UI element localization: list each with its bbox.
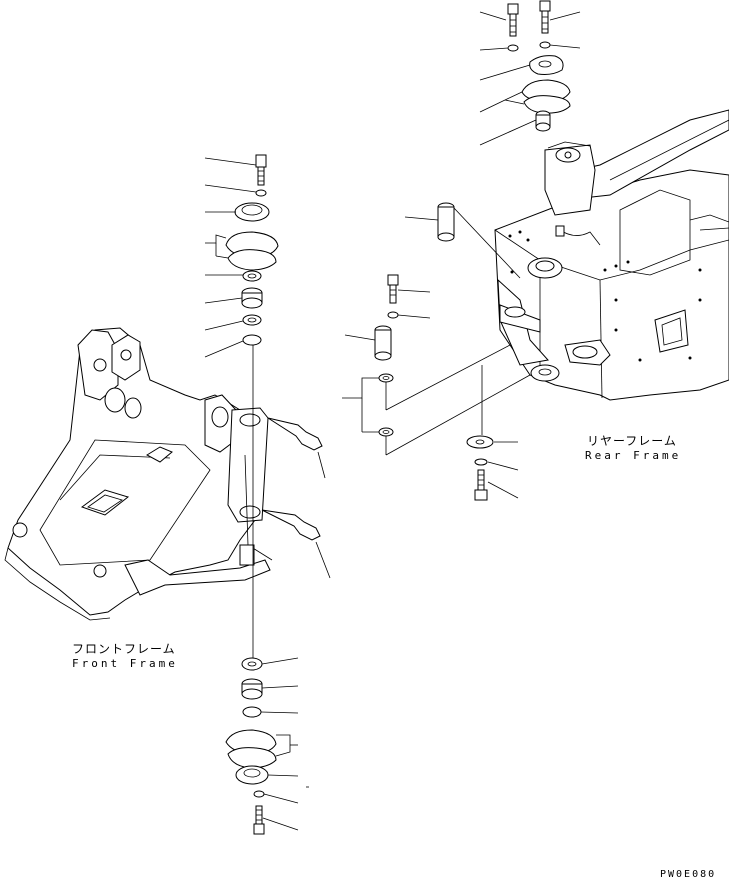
front-frame-label-en: Front Frame xyxy=(72,657,178,670)
rear-frame xyxy=(494,109,729,401)
drawing-code: PW0E080 xyxy=(660,869,717,880)
rear-middle-parts xyxy=(374,274,399,437)
rear-leader-lines xyxy=(342,11,581,499)
front-frame xyxy=(4,327,271,621)
front-hinge-bracket xyxy=(227,407,323,566)
front-lower-parts-stack xyxy=(225,657,277,835)
rear-upper-parts-stack xyxy=(437,0,571,279)
rear-lower-parts-stack xyxy=(466,365,494,501)
rear-frame-label-jp: リヤーフレーム xyxy=(587,434,677,448)
front-frame-label-jp: フロントフレーム xyxy=(72,642,176,656)
rear-frame-label-en: Rear Frame xyxy=(585,449,682,462)
front-upper-parts-stack xyxy=(225,154,279,346)
front-leader-lines xyxy=(204,157,331,831)
